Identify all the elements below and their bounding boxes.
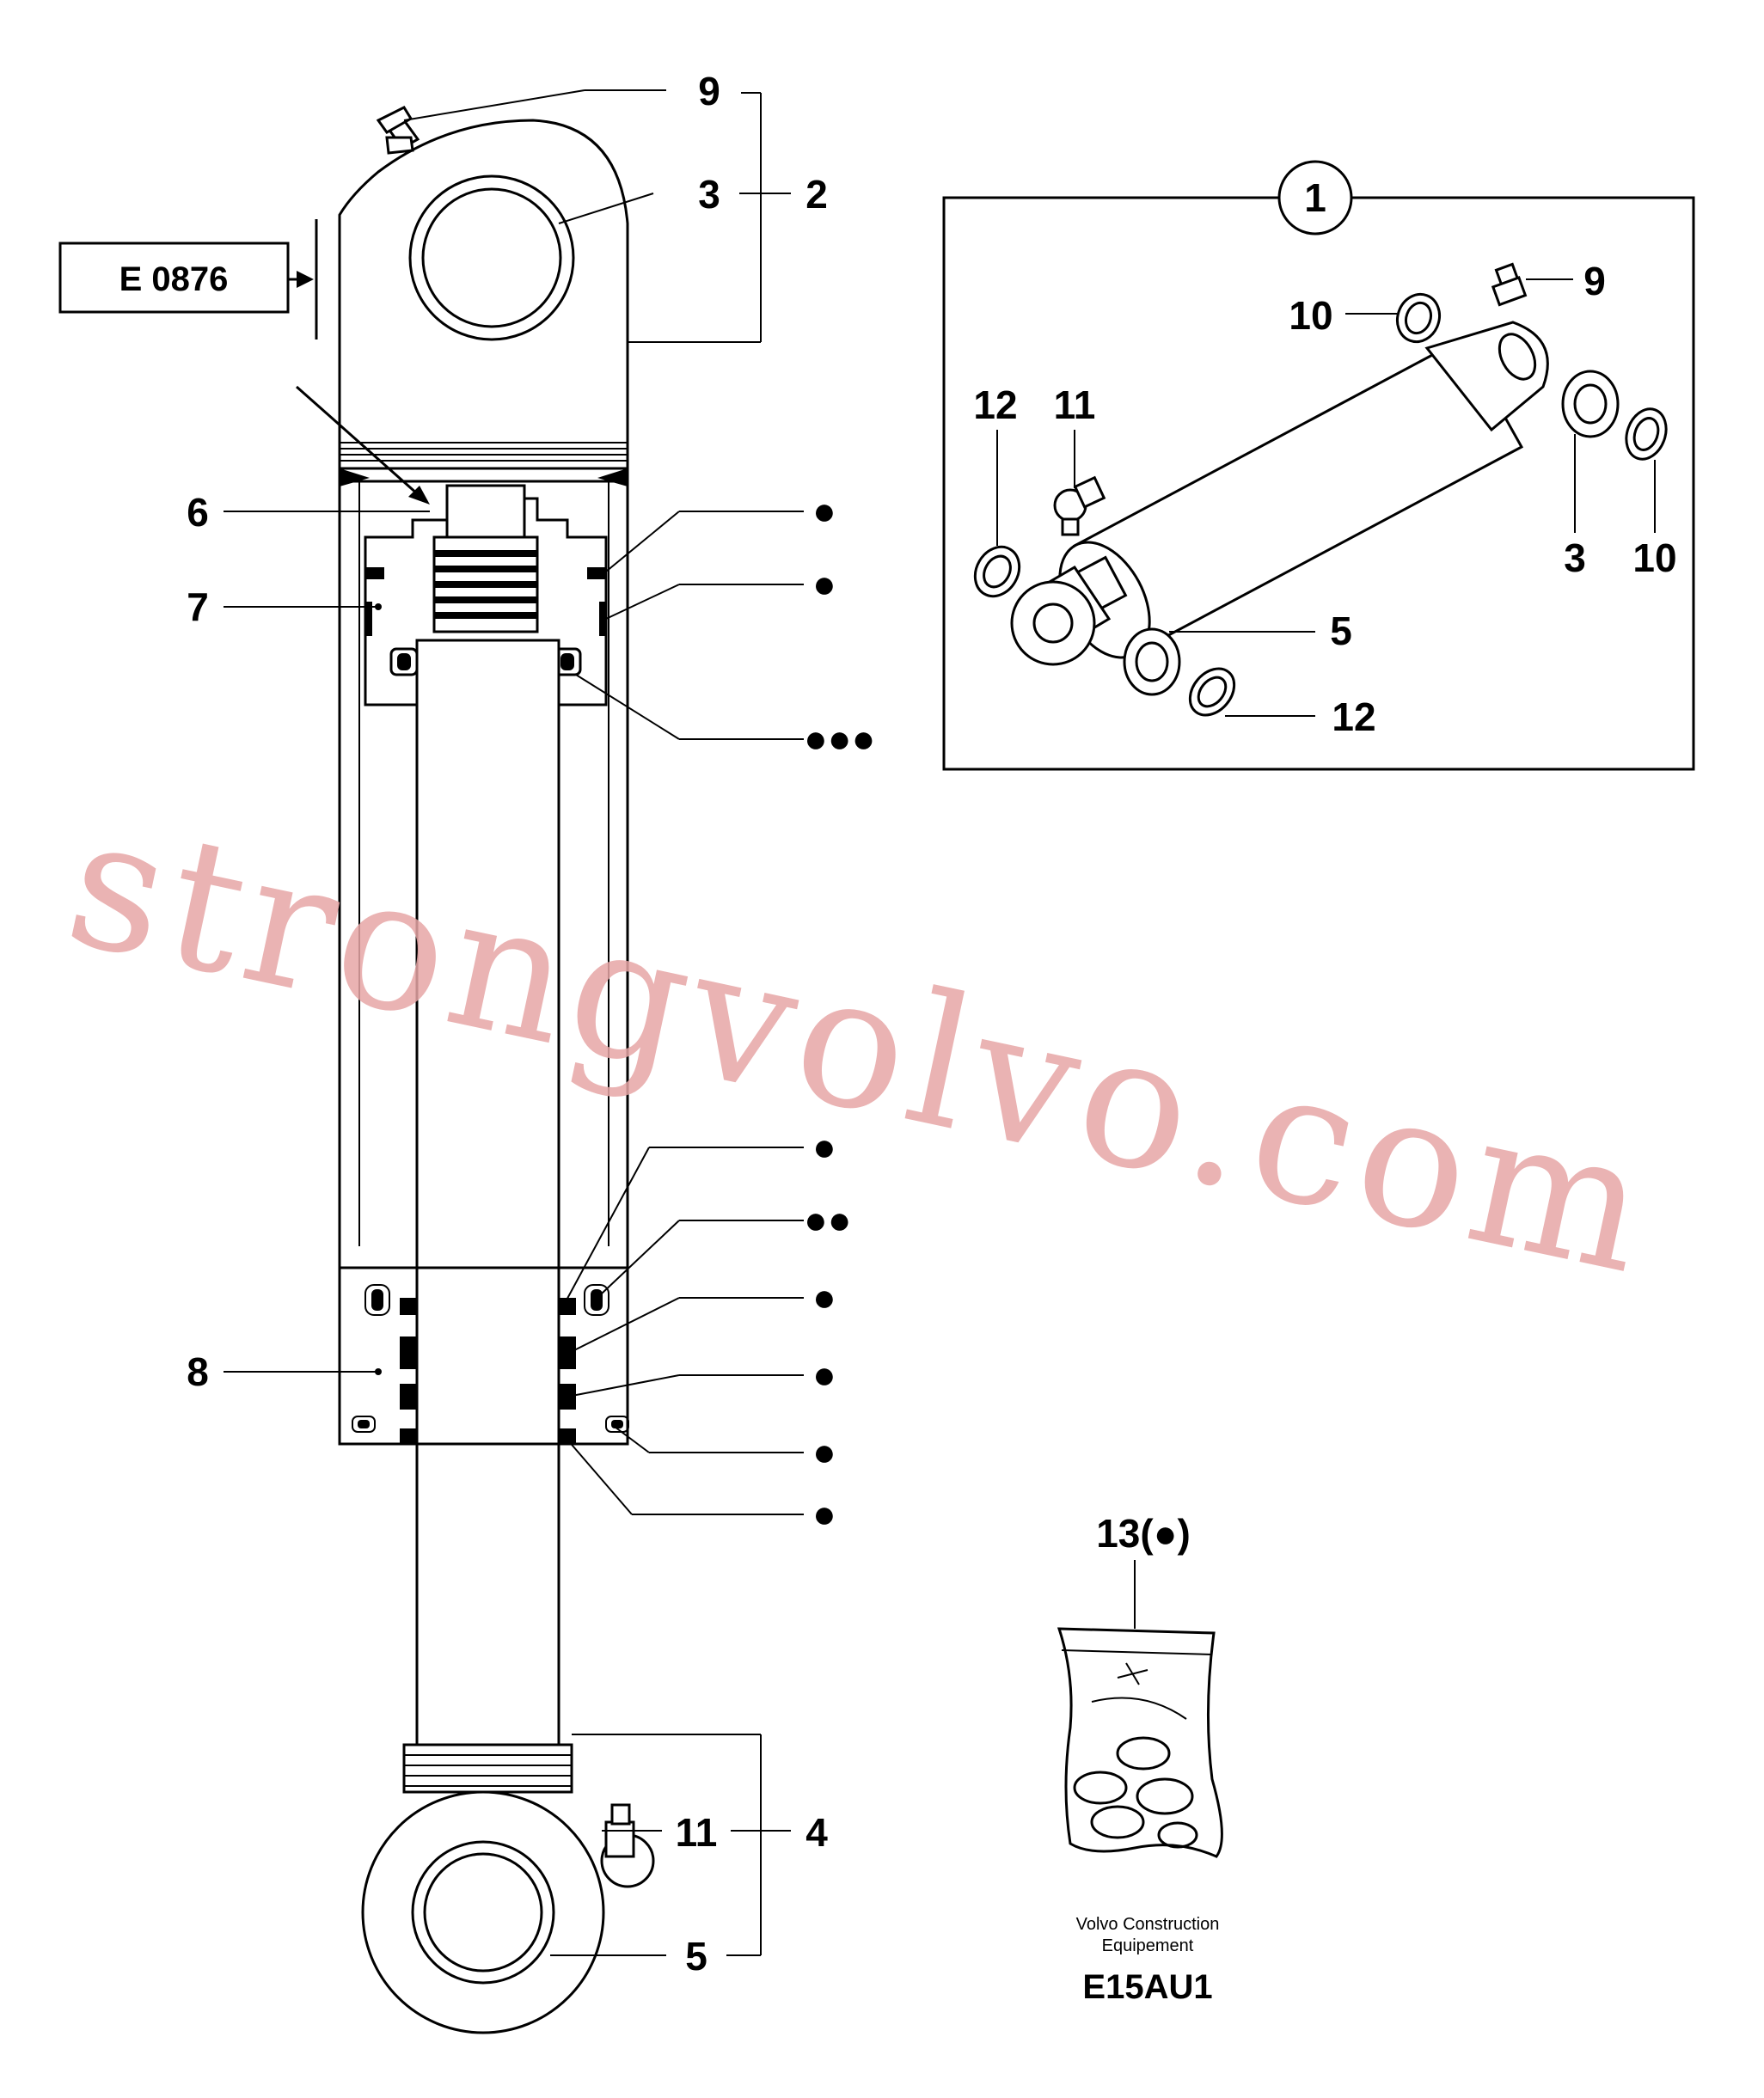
footer-line-2: Equipement <box>1102 1936 1194 1955</box>
seal-marker-6: ● <box>812 1275 836 1319</box>
inset-badge: 1 <box>1304 175 1326 220</box>
seal-marker-2: ● <box>812 561 836 606</box>
callout-11: 11 <box>676 1810 718 1855</box>
reference-code: E 0876 <box>119 260 229 298</box>
seal-marker-5: ●● <box>804 1197 852 1242</box>
callout-3: 3 <box>698 172 720 217</box>
grease-nipple-top-icon <box>376 106 420 155</box>
seal-marker-3: ●●● <box>804 716 875 761</box>
inset-callout-10a: 10 <box>1289 293 1332 338</box>
inset-callout-3: 3 <box>1564 535 1586 580</box>
inset-callout-9: 9 <box>1583 259 1606 303</box>
reference-box: E 0876 <box>58 219 430 505</box>
main-cylinder <box>338 106 655 2034</box>
piston-thread-rings <box>434 550 537 619</box>
footer: Volvo Construction Equipement E15AU1 <box>1076 1915 1220 2006</box>
watermark: strongvolvo.com <box>52 775 1669 1316</box>
seal-kit-bag: 13(●) <box>1057 1511 1223 1858</box>
inset-grease-nipple-11-icon <box>1053 475 1106 536</box>
inset-callout-10b: 10 <box>1632 535 1676 580</box>
callout-5: 5 <box>685 1934 707 1979</box>
assembly-inset: 1 <box>942 160 1695 771</box>
seal-marker-7: ● <box>812 1352 836 1397</box>
inset-grease-nipple-9-icon <box>1491 262 1528 307</box>
seal-marker-9: ● <box>812 1491 836 1536</box>
main-callouts: 9 3 2 6 7 8 11 4 5 <box>187 69 828 1979</box>
callout-7: 7 <box>187 584 209 629</box>
footer-code: E15AU1 <box>1082 1968 1212 2006</box>
inset-callout-12b: 12 <box>1332 694 1375 739</box>
callout-9: 9 <box>698 69 720 113</box>
grease-nipple-bottom-icon <box>600 1803 655 1888</box>
seal-marker-8: ● <box>812 1429 836 1474</box>
callout-2: 2 <box>805 172 828 217</box>
footer-line-1: Volvo Construction <box>1076 1915 1220 1934</box>
seal-marker-1: ● <box>812 488 836 533</box>
seal-marker-4: ● <box>812 1124 836 1169</box>
callout-4: 4 <box>805 1810 828 1855</box>
seal-markers: ● ● ●●● ● ●● ● ● ● ● <box>562 488 875 1536</box>
callout-8: 8 <box>187 1349 209 1394</box>
inset-callout-12a: 12 <box>973 382 1017 427</box>
inset-callout-5: 5 <box>1330 609 1352 653</box>
callout-6: 6 <box>187 490 209 535</box>
kit-label: 13(●) <box>1096 1511 1191 1556</box>
inset-cylinder <box>1010 321 1549 666</box>
inset-callout-11: 11 <box>1054 382 1096 427</box>
